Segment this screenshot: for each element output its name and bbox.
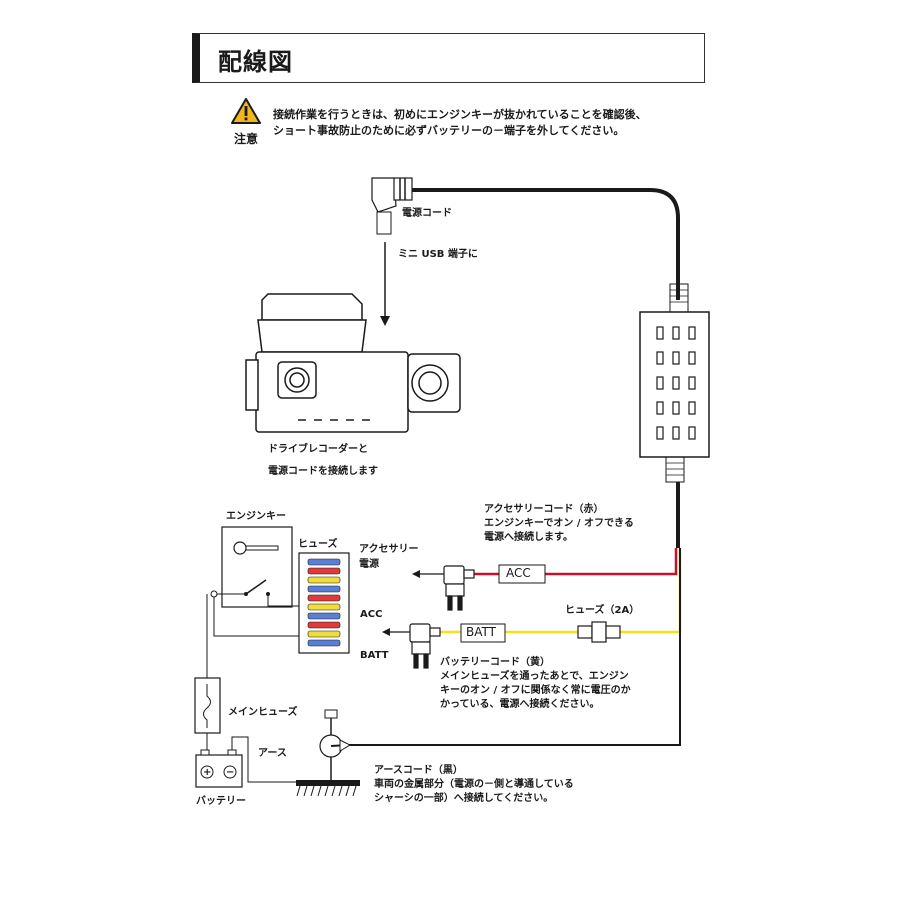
- converter-box: [639, 283, 710, 483]
- acc-fuse-tap: [443, 565, 475, 611]
- inline-fuse-2a: [577, 621, 621, 643]
- main-fuse: [194, 677, 221, 734]
- caution-label: 注意: [233, 132, 258, 146]
- earth-note-line2: シャーシの一部）へ接続してください。: [374, 793, 554, 804]
- recorder-label-line2: 電源コードを接続します: [268, 466, 378, 477]
- battery-plus-label: +: [203, 767, 212, 778]
- earth-note-line1: 車両の金属部分（電源の－側と導通している: [374, 779, 574, 790]
- batt-note-title: バッテリーコード（黄）: [440, 657, 550, 668]
- acc-power-label-1: アクセサリー: [359, 544, 419, 555]
- engine-key-switch: [221, 526, 293, 608]
- batt-fuse-tap: [409, 623, 441, 669]
- caution-text: 接続作業を行うときは、初めにエンジンキーが抜かれていることを確認後、 ショート事…: [273, 107, 647, 139]
- earth-note-title: アースコード（黒）: [374, 765, 463, 776]
- engine-key-label: エンジンキー: [226, 511, 286, 522]
- title-box: 配線図: [192, 33, 705, 83]
- mini-usb-label: ミニ USB 端子に: [398, 249, 478, 260]
- recorder-label-line1: ドライブレコーダーと: [268, 444, 368, 455]
- batt-side-label: BATT: [360, 650, 389, 661]
- caution-block: 注意: [226, 98, 266, 148]
- batt-note-line1: メインヒューズを通ったあとで、エンジン: [440, 671, 629, 682]
- dashcam-illustration: [245, 293, 461, 433]
- mini-usb-plug: [371, 177, 413, 235]
- acc-tag: ACC: [506, 566, 531, 580]
- main-fuse-label: メインヒューズ: [228, 707, 298, 718]
- acc-power-label-2: 電源: [359, 559, 379, 570]
- ground-chassis: [296, 709, 360, 797]
- earth-wire: [348, 548, 681, 746]
- page-title: 配線図: [218, 48, 293, 76]
- fuse-box: [298, 552, 350, 654]
- warning-triangle-icon: [231, 98, 261, 124]
- battery-minus-label: −: [226, 767, 235, 778]
- fuse-2a-label: ヒューズ（2A）: [565, 605, 640, 616]
- batt-wire: [430, 548, 682, 634]
- batt-note-line3: かっている、電源へ接続ください。: [440, 699, 600, 710]
- caution-line-1: 接続作業を行うときは、初めにエンジンキーが抜かれていることを確認後、: [273, 108, 647, 121]
- acc-note-title: アクセサリーコード（赤）: [484, 504, 604, 515]
- battery: [195, 749, 243, 788]
- caution-line-2: ショート事故防止のために必ずバッテリーの－端子を外してください。: [273, 124, 625, 137]
- power-cord-label: 電源コード: [402, 208, 452, 219]
- batt-note-line2: キーのオン / オフに関係なく常に電圧のか: [440, 685, 631, 696]
- battery-label: バッテリー: [196, 796, 246, 807]
- batt-tag: BATT: [466, 625, 496, 639]
- acc-note-line2: 電源へ接続します。: [484, 532, 573, 543]
- acc-note-line1: エンジンキーでオン / オフできる: [484, 518, 634, 529]
- fuse-box-label: ヒューズ: [298, 539, 338, 550]
- acc-side-label: ACC: [360, 609, 383, 620]
- earth-label: アース: [258, 748, 287, 759]
- power-cord-wire: [412, 188, 680, 300]
- acc-wire: [464, 548, 678, 576]
